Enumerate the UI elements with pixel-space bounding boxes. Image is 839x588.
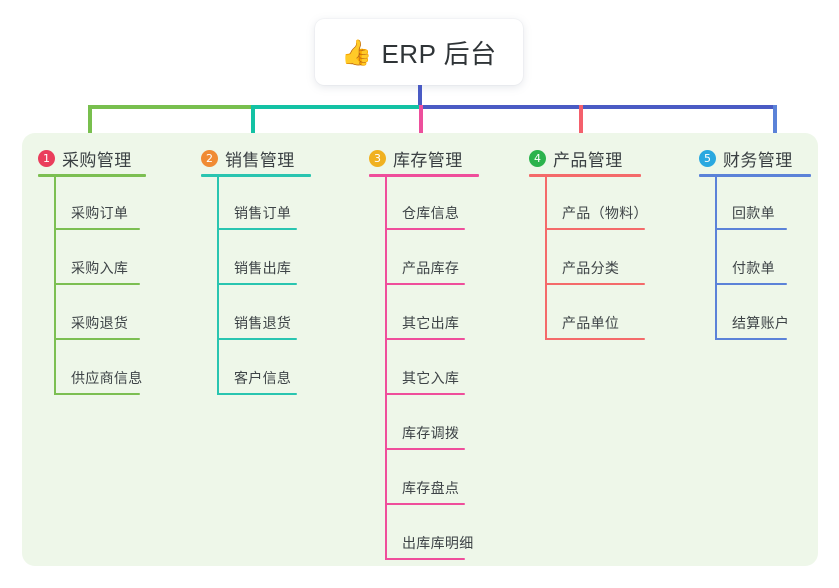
leaf-node-rule (545, 338, 645, 340)
column-title-5: 财务管理 (723, 151, 793, 170)
leaf-node-rule (54, 283, 140, 285)
leaf-node-label: 产品分类 (562, 260, 620, 276)
column-spine-4 (545, 177, 547, 340)
column-badge-3: 3 (369, 150, 386, 167)
diagram-panel (22, 133, 818, 566)
leaf-node-label: 结算账户 (732, 315, 790, 331)
connector-bus-green (88, 105, 253, 109)
column-spine-3 (385, 177, 387, 560)
leaf-node[interactable]: 产品（物料） (545, 198, 648, 230)
column-title-3: 库存管理 (393, 151, 463, 170)
column-header-4[interactable]: 4 产品管理 (529, 146, 623, 171)
leaf-node[interactable]: 付款单 (715, 253, 787, 285)
leaf-node[interactable]: 库存调拨 (385, 418, 465, 450)
leaf-node-rule (385, 503, 465, 505)
column-header-2[interactable]: 2 销售管理 (201, 146, 295, 171)
leaf-node[interactable]: 产品单位 (545, 308, 645, 340)
leaf-node-label: 付款单 (732, 260, 775, 276)
column-rule-2 (201, 174, 311, 177)
leaf-node[interactable]: 客户信息 (217, 363, 297, 395)
leaf-node-label: 回款单 (732, 205, 775, 221)
column-spine-2 (217, 177, 219, 395)
column-rule-5 (699, 174, 811, 177)
leaf-node-label: 出库库明细 (402, 535, 474, 551)
leaf-node[interactable]: 采购退货 (54, 308, 140, 340)
leaf-node-label: 客户信息 (234, 370, 292, 386)
leaf-node-label: 采购退货 (71, 315, 129, 331)
column-spine-1 (54, 177, 56, 395)
column-rule-3 (369, 174, 479, 177)
leaf-node-rule (385, 448, 465, 450)
connector-trunk (418, 85, 422, 108)
column-rule-1 (38, 174, 146, 177)
column-title-1: 采购管理 (62, 151, 132, 170)
leaf-node-rule (54, 338, 140, 340)
column-title-4: 产品管理 (553, 151, 623, 170)
leaf-node-rule (715, 228, 787, 230)
leaf-node-rule (385, 228, 465, 230)
leaf-node-rule (545, 228, 645, 230)
leaf-node[interactable]: 回款单 (715, 198, 787, 230)
leaf-node[interactable]: 供应商信息 (54, 363, 143, 395)
column-header-5[interactable]: 5 财务管理 (699, 146, 793, 171)
leaf-node-label: 库存调拨 (402, 425, 460, 441)
leaf-node[interactable]: 采购订单 (54, 198, 140, 230)
leaf-node[interactable]: 库存盘点 (385, 473, 465, 505)
leaf-node-label: 产品（物料） (562, 205, 648, 221)
leaf-node[interactable]: 其它入库 (385, 363, 465, 395)
column-badge-4: 4 (529, 150, 546, 167)
root-node-label: ERP 后台 (381, 38, 497, 69)
column-title-2: 销售管理 (225, 151, 295, 170)
leaf-node-label: 供应商信息 (71, 370, 143, 386)
leaf-node-rule (217, 283, 297, 285)
leaf-node[interactable]: 产品库存 (385, 253, 465, 285)
leaf-node[interactable]: 销售退货 (217, 308, 297, 340)
leaf-node-rule (217, 228, 297, 230)
leaf-node-label: 产品库存 (402, 260, 460, 276)
leaf-node-rule (217, 393, 297, 395)
leaf-node[interactable]: 销售出库 (217, 253, 297, 285)
leaf-node[interactable]: 其它出库 (385, 308, 465, 340)
leaf-node-rule (54, 228, 140, 230)
column-badge-5: 5 (699, 150, 716, 167)
leaf-node-label: 销售退货 (234, 315, 292, 331)
leaf-node-rule (385, 558, 465, 560)
leaf-node-rule (715, 338, 787, 340)
leaf-node[interactable]: 仓库信息 (385, 198, 465, 230)
leaf-node-rule (385, 283, 465, 285)
leaf-node-label: 销售出库 (234, 260, 292, 276)
leaf-node-rule (385, 338, 465, 340)
thumbs-up-icon: 👍 (341, 38, 373, 67)
leaf-node-label: 其它入库 (402, 370, 460, 386)
leaf-node-rule (217, 338, 297, 340)
root-node[interactable]: 👍 ERP 后台 (315, 19, 523, 85)
connector-bus-teal (251, 105, 421, 109)
leaf-node[interactable]: 采购入库 (54, 253, 140, 285)
leaf-node[interactable]: 结算账户 (715, 308, 790, 340)
leaf-node-label: 产品单位 (562, 315, 620, 331)
leaf-node[interactable]: 销售订单 (217, 198, 297, 230)
column-header-1[interactable]: 1 采购管理 (38, 146, 132, 171)
leaf-node-label: 库存盘点 (402, 480, 460, 496)
column-badge-1: 1 (38, 150, 55, 167)
leaf-node[interactable]: 产品分类 (545, 253, 645, 285)
leaf-node-rule (715, 283, 787, 285)
leaf-node-label: 采购入库 (71, 260, 129, 276)
column-header-3[interactable]: 3 库存管理 (369, 146, 463, 171)
leaf-node-label: 采购订单 (71, 205, 129, 221)
leaf-node-rule (54, 393, 140, 395)
leaf-node-label: 其它出库 (402, 315, 460, 331)
leaf-node-label: 销售订单 (234, 205, 292, 221)
leaf-node[interactable]: 出库库明细 (385, 528, 473, 560)
column-spine-5 (715, 177, 717, 340)
leaf-node-rule (385, 393, 465, 395)
column-rule-4 (529, 174, 641, 177)
column-badge-2: 2 (201, 150, 218, 167)
leaf-node-label: 仓库信息 (402, 205, 460, 221)
connector-bus-blue (419, 105, 777, 109)
leaf-node-rule (545, 283, 645, 285)
